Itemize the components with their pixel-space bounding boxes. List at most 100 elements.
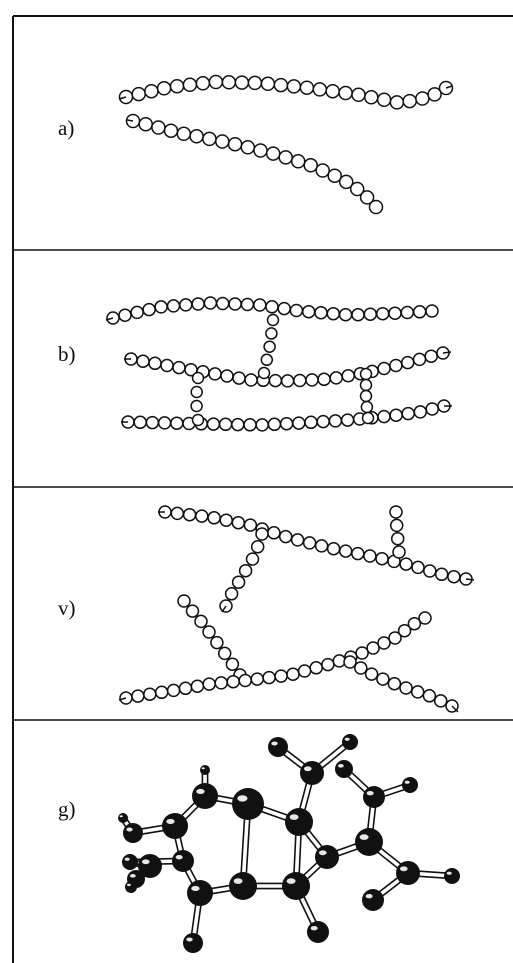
- atom-highlight: [196, 788, 205, 795]
- chain-bead: [360, 400, 374, 414]
- chain-bead: [338, 307, 353, 322]
- chain-bead: [170, 506, 185, 521]
- chain-bead: [179, 298, 193, 312]
- chain-bead: [176, 126, 192, 142]
- chain-bead: [354, 661, 368, 675]
- chain-bead: [338, 544, 353, 558]
- chain-bead: [257, 366, 271, 380]
- chain-bead: [238, 563, 253, 578]
- chain-bead: [423, 564, 437, 578]
- atom-highlight: [286, 878, 296, 884]
- chain-end-stub: [451, 705, 459, 713]
- chain-bead: [290, 154, 306, 169]
- atom-ball: [335, 760, 353, 778]
- chain-bead: [361, 411, 375, 425]
- atom-ball: [183, 933, 203, 953]
- atom-highlight: [318, 850, 327, 856]
- chain-bead: [172, 360, 186, 375]
- chain-bead: [220, 369, 234, 383]
- chain-bead: [427, 87, 442, 102]
- chain-bead: [387, 676, 402, 691]
- chain-bead: [377, 636, 391, 650]
- chain-bead: [389, 408, 403, 422]
- chain-bead: [131, 689, 145, 703]
- chain-bead: [238, 673, 252, 688]
- chain-bead: [359, 367, 373, 381]
- atom-highlight: [271, 741, 278, 746]
- chain-bead: [359, 378, 373, 392]
- chain-bead: [433, 694, 448, 708]
- atom-highlight: [124, 857, 130, 861]
- chain-bead: [364, 90, 379, 105]
- chain-bead: [151, 120, 166, 135]
- chain-bead: [329, 371, 343, 385]
- atom-highlight: [399, 866, 408, 872]
- chain-bead: [277, 301, 291, 316]
- chain-bead: [363, 307, 378, 321]
- chain-bead: [355, 646, 369, 660]
- chain-bead: [225, 657, 240, 671]
- atom-ball: [355, 828, 383, 856]
- chain-bead: [144, 83, 159, 99]
- chain-bead: [240, 140, 256, 155]
- chain-bead: [243, 518, 258, 532]
- panel-label-g: g): [58, 797, 76, 821]
- branch-upper-left: [177, 594, 247, 682]
- atom-highlight: [201, 767, 205, 770]
- chain-bead: [359, 389, 373, 403]
- panel-a-linear-chains: [118, 74, 454, 215]
- chain-bead: [390, 531, 405, 546]
- chain-bead: [178, 681, 193, 696]
- atom-highlight: [126, 827, 133, 832]
- atom-highlight: [175, 854, 183, 860]
- atom-ball: [300, 761, 324, 785]
- chain-bead: [447, 569, 461, 584]
- chain-bead: [177, 594, 191, 608]
- atom-highlight: [365, 893, 373, 899]
- chain-bead: [202, 677, 216, 691]
- chain-bead: [118, 308, 132, 322]
- chain-bead: [400, 305, 415, 320]
- chain-bead: [389, 518, 404, 533]
- chain-bead: [210, 635, 224, 650]
- atom-ball: [123, 823, 143, 843]
- chain-bead: [244, 373, 258, 387]
- atom-highlight: [446, 871, 452, 875]
- chain-bead: [377, 361, 391, 376]
- atom-ball: [232, 788, 264, 820]
- chain-bead: [349, 181, 365, 197]
- chain-bead: [375, 551, 389, 566]
- atom-highlight: [191, 885, 200, 892]
- atom-highlight: [141, 859, 150, 865]
- chain-bead: [154, 685, 169, 700]
- chain-bead: [245, 552, 260, 566]
- chain-bead: [215, 296, 230, 311]
- chain-bead: [130, 305, 144, 320]
- chain-bead: [286, 79, 302, 94]
- chain-bead: [314, 539, 329, 553]
- atom-ball: [315, 845, 339, 869]
- atom-ball: [162, 813, 188, 839]
- chain-end-stub: [118, 96, 127, 100]
- chain-bead: [190, 385, 203, 399]
- chain-bead: [434, 567, 449, 582]
- atom-ball: [307, 921, 329, 943]
- atom-ball: [444, 868, 460, 884]
- atom-highlight: [233, 878, 243, 884]
- atom-ball: [172, 850, 194, 872]
- chain-bottom-main: [119, 611, 432, 705]
- chain-bead: [392, 545, 406, 559]
- branch-left-down: [219, 527, 269, 613]
- chain-end-stub: [118, 697, 127, 701]
- atom-ball: [268, 737, 288, 757]
- chain-bead: [340, 413, 355, 427]
- chain-bead: [219, 513, 233, 527]
- chain-top-main: [158, 505, 473, 586]
- chain-end-stub: [465, 578, 475, 581]
- chain-bead: [389, 358, 403, 373]
- chain-bead: [191, 413, 205, 427]
- chain-bead: [267, 526, 281, 540]
- chain-bead: [253, 143, 268, 158]
- chain-bead: [268, 373, 283, 388]
- chain-bead: [425, 402, 439, 416]
